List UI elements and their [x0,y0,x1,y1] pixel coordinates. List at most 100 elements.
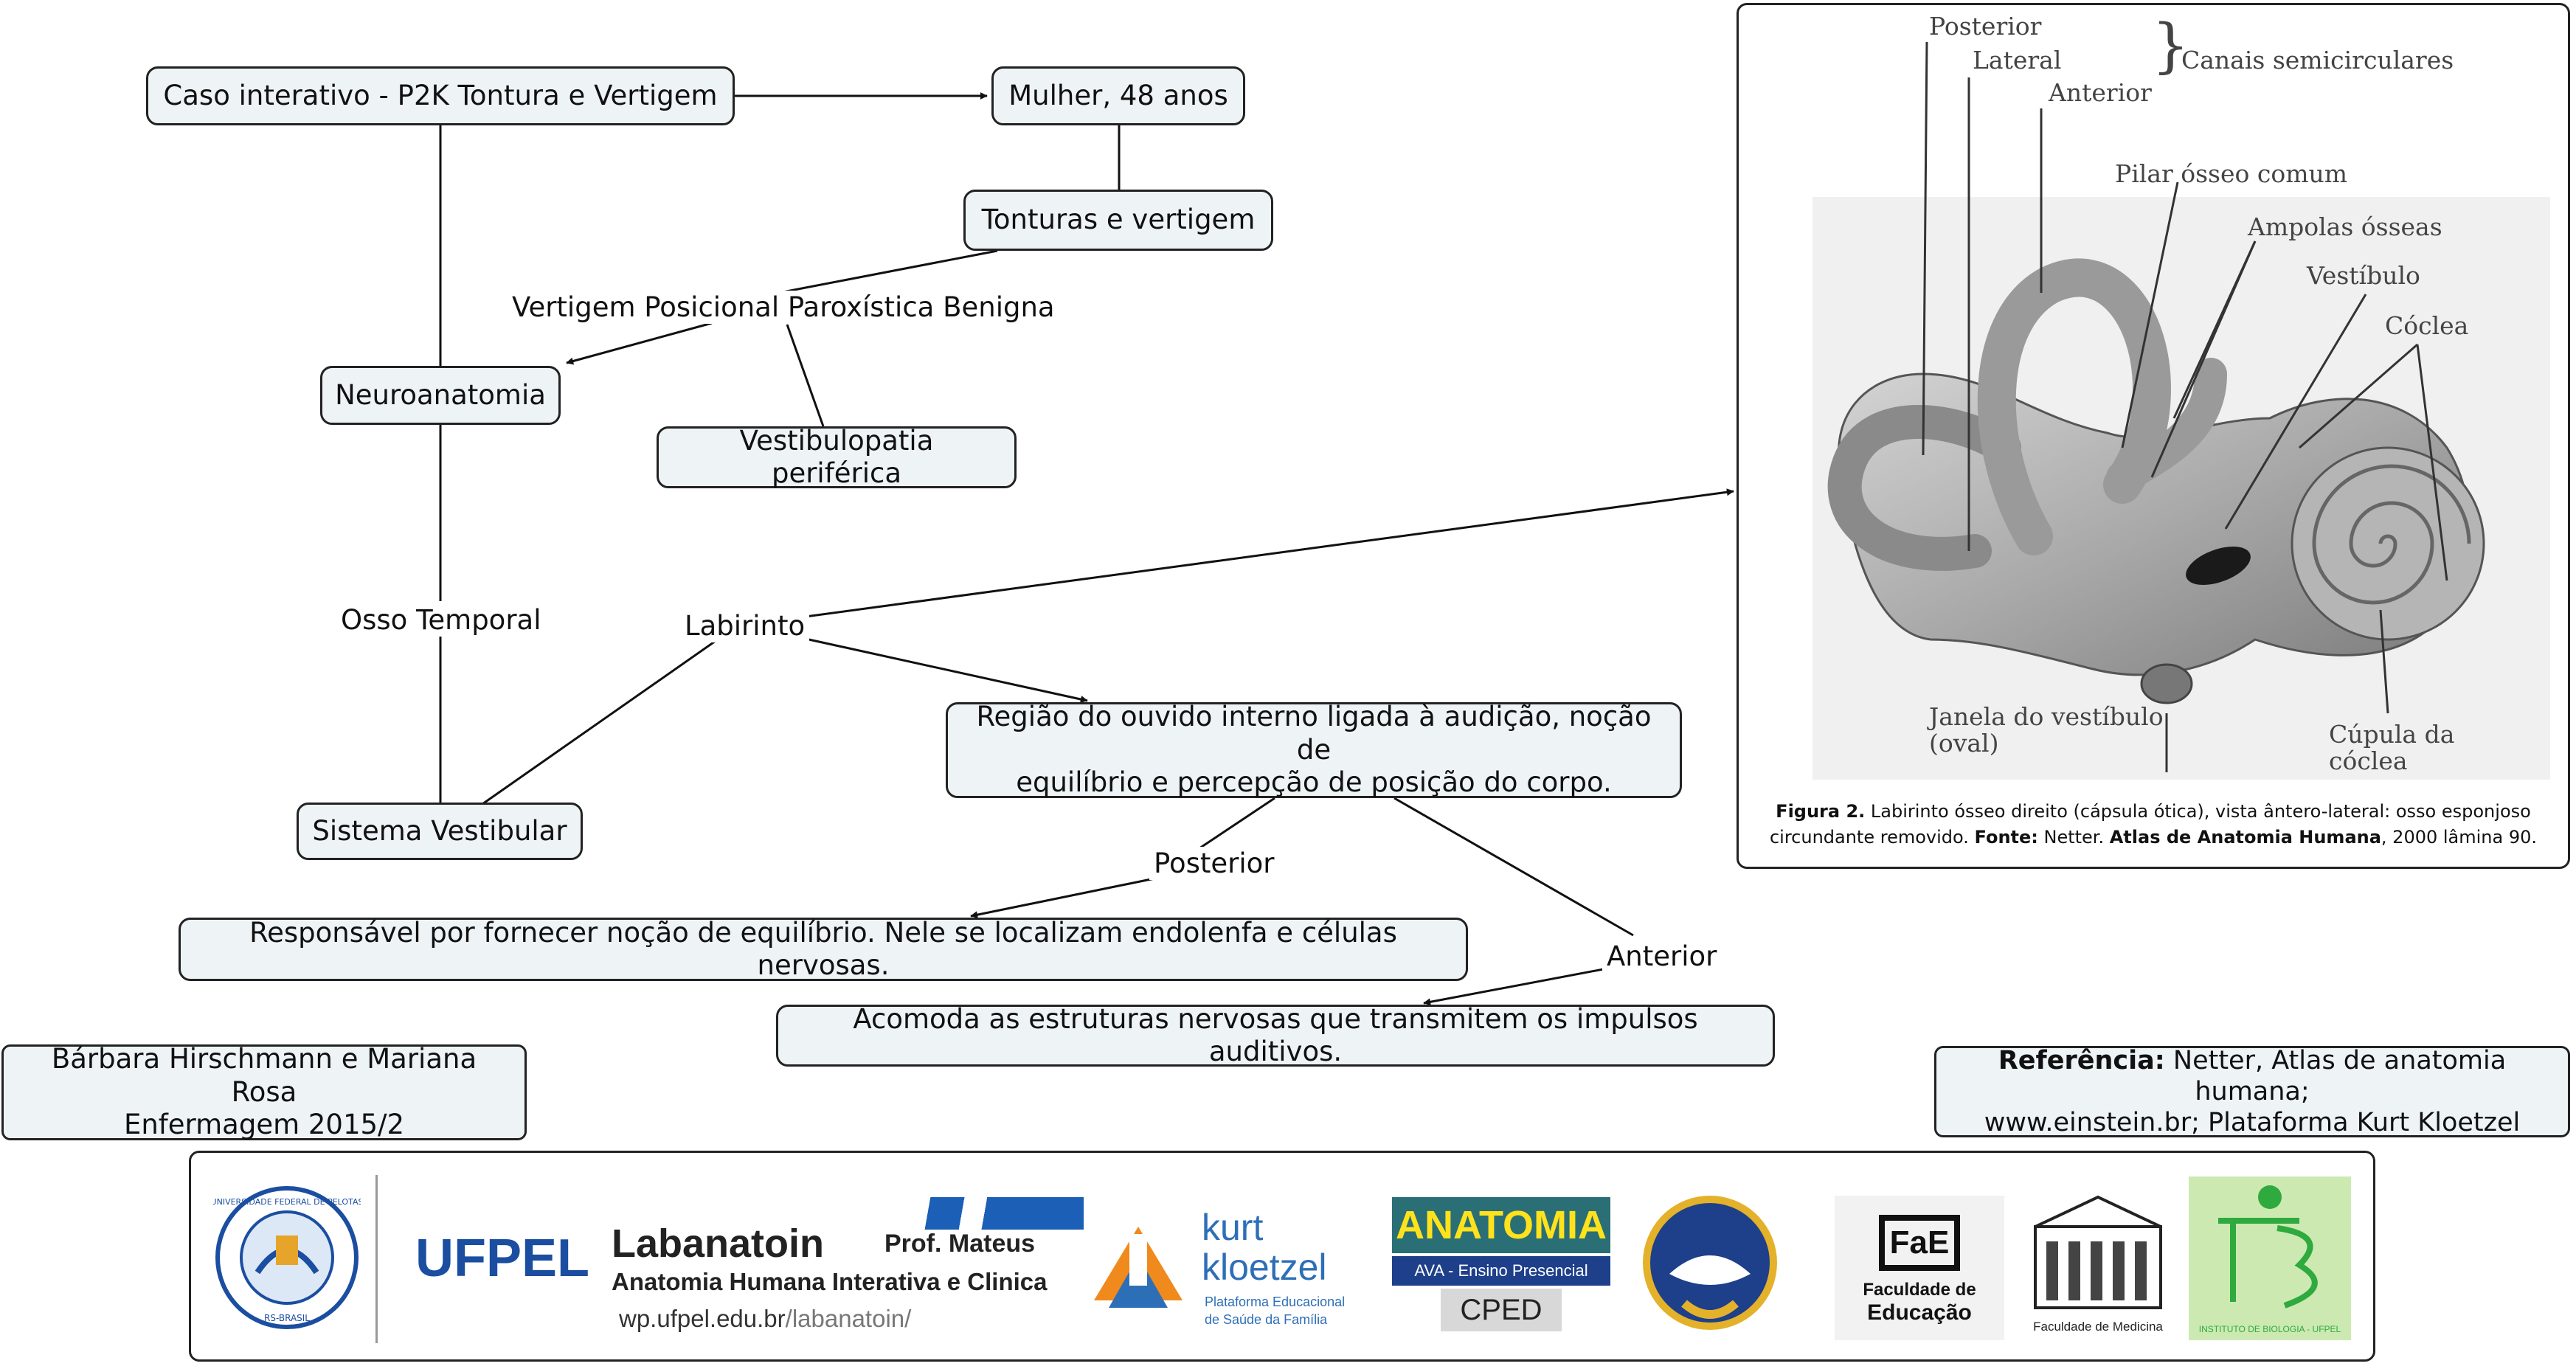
figure-panel-labirinto[interactable]: Posterior Lateral Anterior } Canais semi… [1737,3,2570,869]
fig-label-lateral: Lateral [1973,46,2061,74]
caption-fonte: Fonte: [1974,826,2038,848]
ib-mark [2218,1185,2318,1309]
referencia-label: Referência: [1998,1046,2165,1075]
node-autores-line1: Bárbara Hirschmann e Mariana Rosa [51,1043,477,1108]
fae-line-1: Faculdade de [1863,1280,1976,1300]
kurt-word-2: kloetzel [1202,1247,1327,1288]
fig-label-ampolas: Ampolas ósseas [2247,212,2442,241]
node-acomoda-estruturas[interactable]: Acomoda as estruturas nervosas que trans… [776,1003,1775,1067]
ufpel-seal-logo: UNIVERSIDADE FEDERAL DE PELOTAS RS-BRASI… [213,1186,361,1329]
kurt-word-1: kurt [1202,1207,1264,1248]
link-anterior-acomoda [1423,966,1612,1006]
node-regiao-ouvido-interno[interactable]: Região do ouvido interno ligada à audiçã… [946,701,1682,799]
fig-label-janela-2: (oval) [1929,729,1999,758]
fig-label-janela-1: Janela do vestíbulo [1927,702,2164,731]
fig-label-coclea: Cóclea [2385,311,2468,340]
labanatoin-url-path: /labanatoin/ [785,1305,912,1332]
ib-sub: INSTITUTO DE BIOLOGIA - UFPEL [2198,1324,2341,1334]
labanatoin-url-base: wp.ufpel.edu.br [619,1305,786,1332]
kurt-kloetzel-mark [1094,1227,1183,1308]
kurt-sub-2: de Saúde da Família [1205,1312,1328,1327]
link-label-labirinto: Labirinto [680,609,810,642]
node-autores[interactable]: Bárbara Hirschmann e Mariana Rosa Enferm… [1,1043,527,1141]
logo-bar: UNIVERSIDADE FEDERAL DE PELOTAS RS-BRASI… [189,1151,2375,1362]
node-referencia-line2: www.einstein.br; Plataforma Kurt Kloetze… [1984,1108,2521,1137]
node-referencia[interactable]: Referência: Netter, Atlas de anatomia hu… [1934,1046,2570,1137]
node-regiao-line2: equilíbrio e percepção de posição do cor… [1016,766,1612,799]
figure-leader-lines [1922,41,2448,772]
labanatoin-subtitle: Anatomia Humana Interativa e Clinica [612,1268,1048,1295]
node-tonturas-text: Tonturas e vertigem [981,204,1256,236]
node-mulher-text: Mulher, 48 anos [1008,79,1228,111]
labanatoin-logo: Labanatoin Prof. Mateus Anatomia Humana … [612,1197,1084,1345]
labanatoin-url: wp.ufpel.edu.br/labanatoin/ [619,1305,911,1333]
fae-line-2: Educação [1867,1300,1972,1325]
cped-label: CPED [1441,1289,1562,1331]
node-sistema-vestibular-text: Sistema Vestibular [312,814,567,847]
caption-netter: Netter. [2037,826,2110,848]
fig-label-vestibulo: Vestíbulo [2306,261,2420,290]
link-label-vppb: Vertigem Posicional Paroxística Benigna [508,291,1059,324]
ufpel-seal-top-text: UNIVERSIDADE FEDERAL DE PELOTAS [213,1197,361,1207]
enfermagem-crest-logo [1643,1196,1777,1330]
link-tonturas-vppb [766,249,998,297]
node-neuroanatomia[interactable]: Neuroanatomia [320,366,561,425]
caption-figura: Figura 2. [1776,801,1866,822]
node-vestibulopatia[interactable]: Vestibulopatia periférica [657,424,1017,489]
ufpel-seal-bottom-text: RS-BRASIL [264,1313,310,1323]
link-labirinto-regiao [805,637,1088,703]
link-labirinto-figura [805,488,1734,618]
fig-label-posterior: Posterior [1929,12,2042,41]
link-label-anterior: Anterior [1602,940,1722,973]
node-regiao-text: Região do ouvido interno ligada à audiçã… [961,701,1666,799]
figure-labels: Posterior Lateral Anterior } Canais semi… [1927,11,2468,775]
fig-label-cupula-1: Cúpula da [2329,720,2454,749]
node-referencia-line1: Referência: Netter, Atlas de anatomia hu… [1950,1045,2555,1107]
node-responsavel-equilibrio[interactable]: Responsável por fornecer noção de equilí… [179,916,1468,981]
instituto-biologia-logo: INSTITUTO DE BIOLOGIA - UFPEL [2189,1176,2351,1340]
node-neuroanatomia-text: Neuroanatomia [335,378,546,411]
ava-bar: AVA - Ensino Presencial [1392,1256,1610,1286]
node-responsavel-text: Responsável por fornecer noção de equilí… [249,916,1397,981]
caption-text: Labirinto ósseo direito (cápsula ótica),… [1769,801,2531,848]
link-posterior-responsavel [970,876,1159,919]
node-tonturas-vertigem[interactable]: Tonturas e vertigem [963,190,1273,251]
node-mulher-48-anos[interactable]: Mulher, 48 anos [991,66,1245,125]
caption-atlas: Atlas de Anatomia Humana [2109,826,2381,848]
fig-label-canais: Canais semicirculares [2181,46,2454,74]
referencia-text-1: Netter, Atlas de anatomia humana; [2164,1046,2507,1106]
node-autores-line2: Enfermagem 2015/2 [123,1109,405,1141]
node-autores-text: Bárbara Hirschmann e Mariana Rosa Enferm… [17,1043,511,1141]
labanatoin-prof: Prof. Mateus [884,1230,1036,1258]
link-label-posterior: Posterior [1149,847,1279,880]
labanatoin-stripe [862,1197,1084,1230]
node-vestibulopatia-text: Vestibulopatia periférica [739,424,934,489]
fig-label-anterior: Anterior [2048,78,2152,107]
fig-label-pilar: Pilar ósseo comum [2115,159,2347,188]
fae-mark: FaE [1879,1215,1960,1271]
link-regiao-anterior [1393,797,1634,937]
anatomia-title: ANATOMIA [1392,1197,1610,1253]
logo-divider [375,1175,378,1343]
fig-label-cupula-2: cóclea [2329,746,2408,775]
link-vppb-neuro [566,322,713,365]
link-sistema-labirinto [482,634,724,805]
labyrinth-illustration: Posterior Lateral Anterior } Canais semi… [1812,11,2550,780]
medicina-label: Faculdade de Medicina [2033,1320,2163,1334]
node-caso-interativo[interactable]: Caso interativo - P2K Tontura e Vertigem [146,66,735,125]
link-vppb-vestibulopatia [786,324,825,427]
medicina-logo: Faculdade de Medicina [2021,1182,2175,1345]
fig-brace: } [2152,11,2189,80]
node-sistema-vestibular[interactable]: Sistema Vestibular [297,803,583,860]
ufpel-wordmark: UFPEL [415,1229,590,1288]
kurt-kloetzel-logo: kurt kloetzel Plataforma Educacional de … [1087,1194,1382,1342]
node-caso-interativo-text: Caso interativo - P2K Tontura e Vertigem [163,79,718,111]
node-referencia-text: Referência: Netter, Atlas de anatomia hu… [1950,1045,2555,1138]
labanatoin-title: Labanatoin [612,1221,825,1266]
link-regiao-posterior [1199,797,1275,850]
kurt-sub-1: Plataforma Educacional [1205,1295,1346,1309]
anatomia-ava-logo: ANATOMIA AVA - Ensino Presencial CPED [1392,1197,1610,1337]
node-regiao-line1: Região do ouvido interno ligada à audiçã… [976,701,1652,766]
fae-logo: FaE Faculdade de Educação [1835,1196,2004,1340]
link-label-osso-temporal: Osso Temporal [336,603,546,637]
